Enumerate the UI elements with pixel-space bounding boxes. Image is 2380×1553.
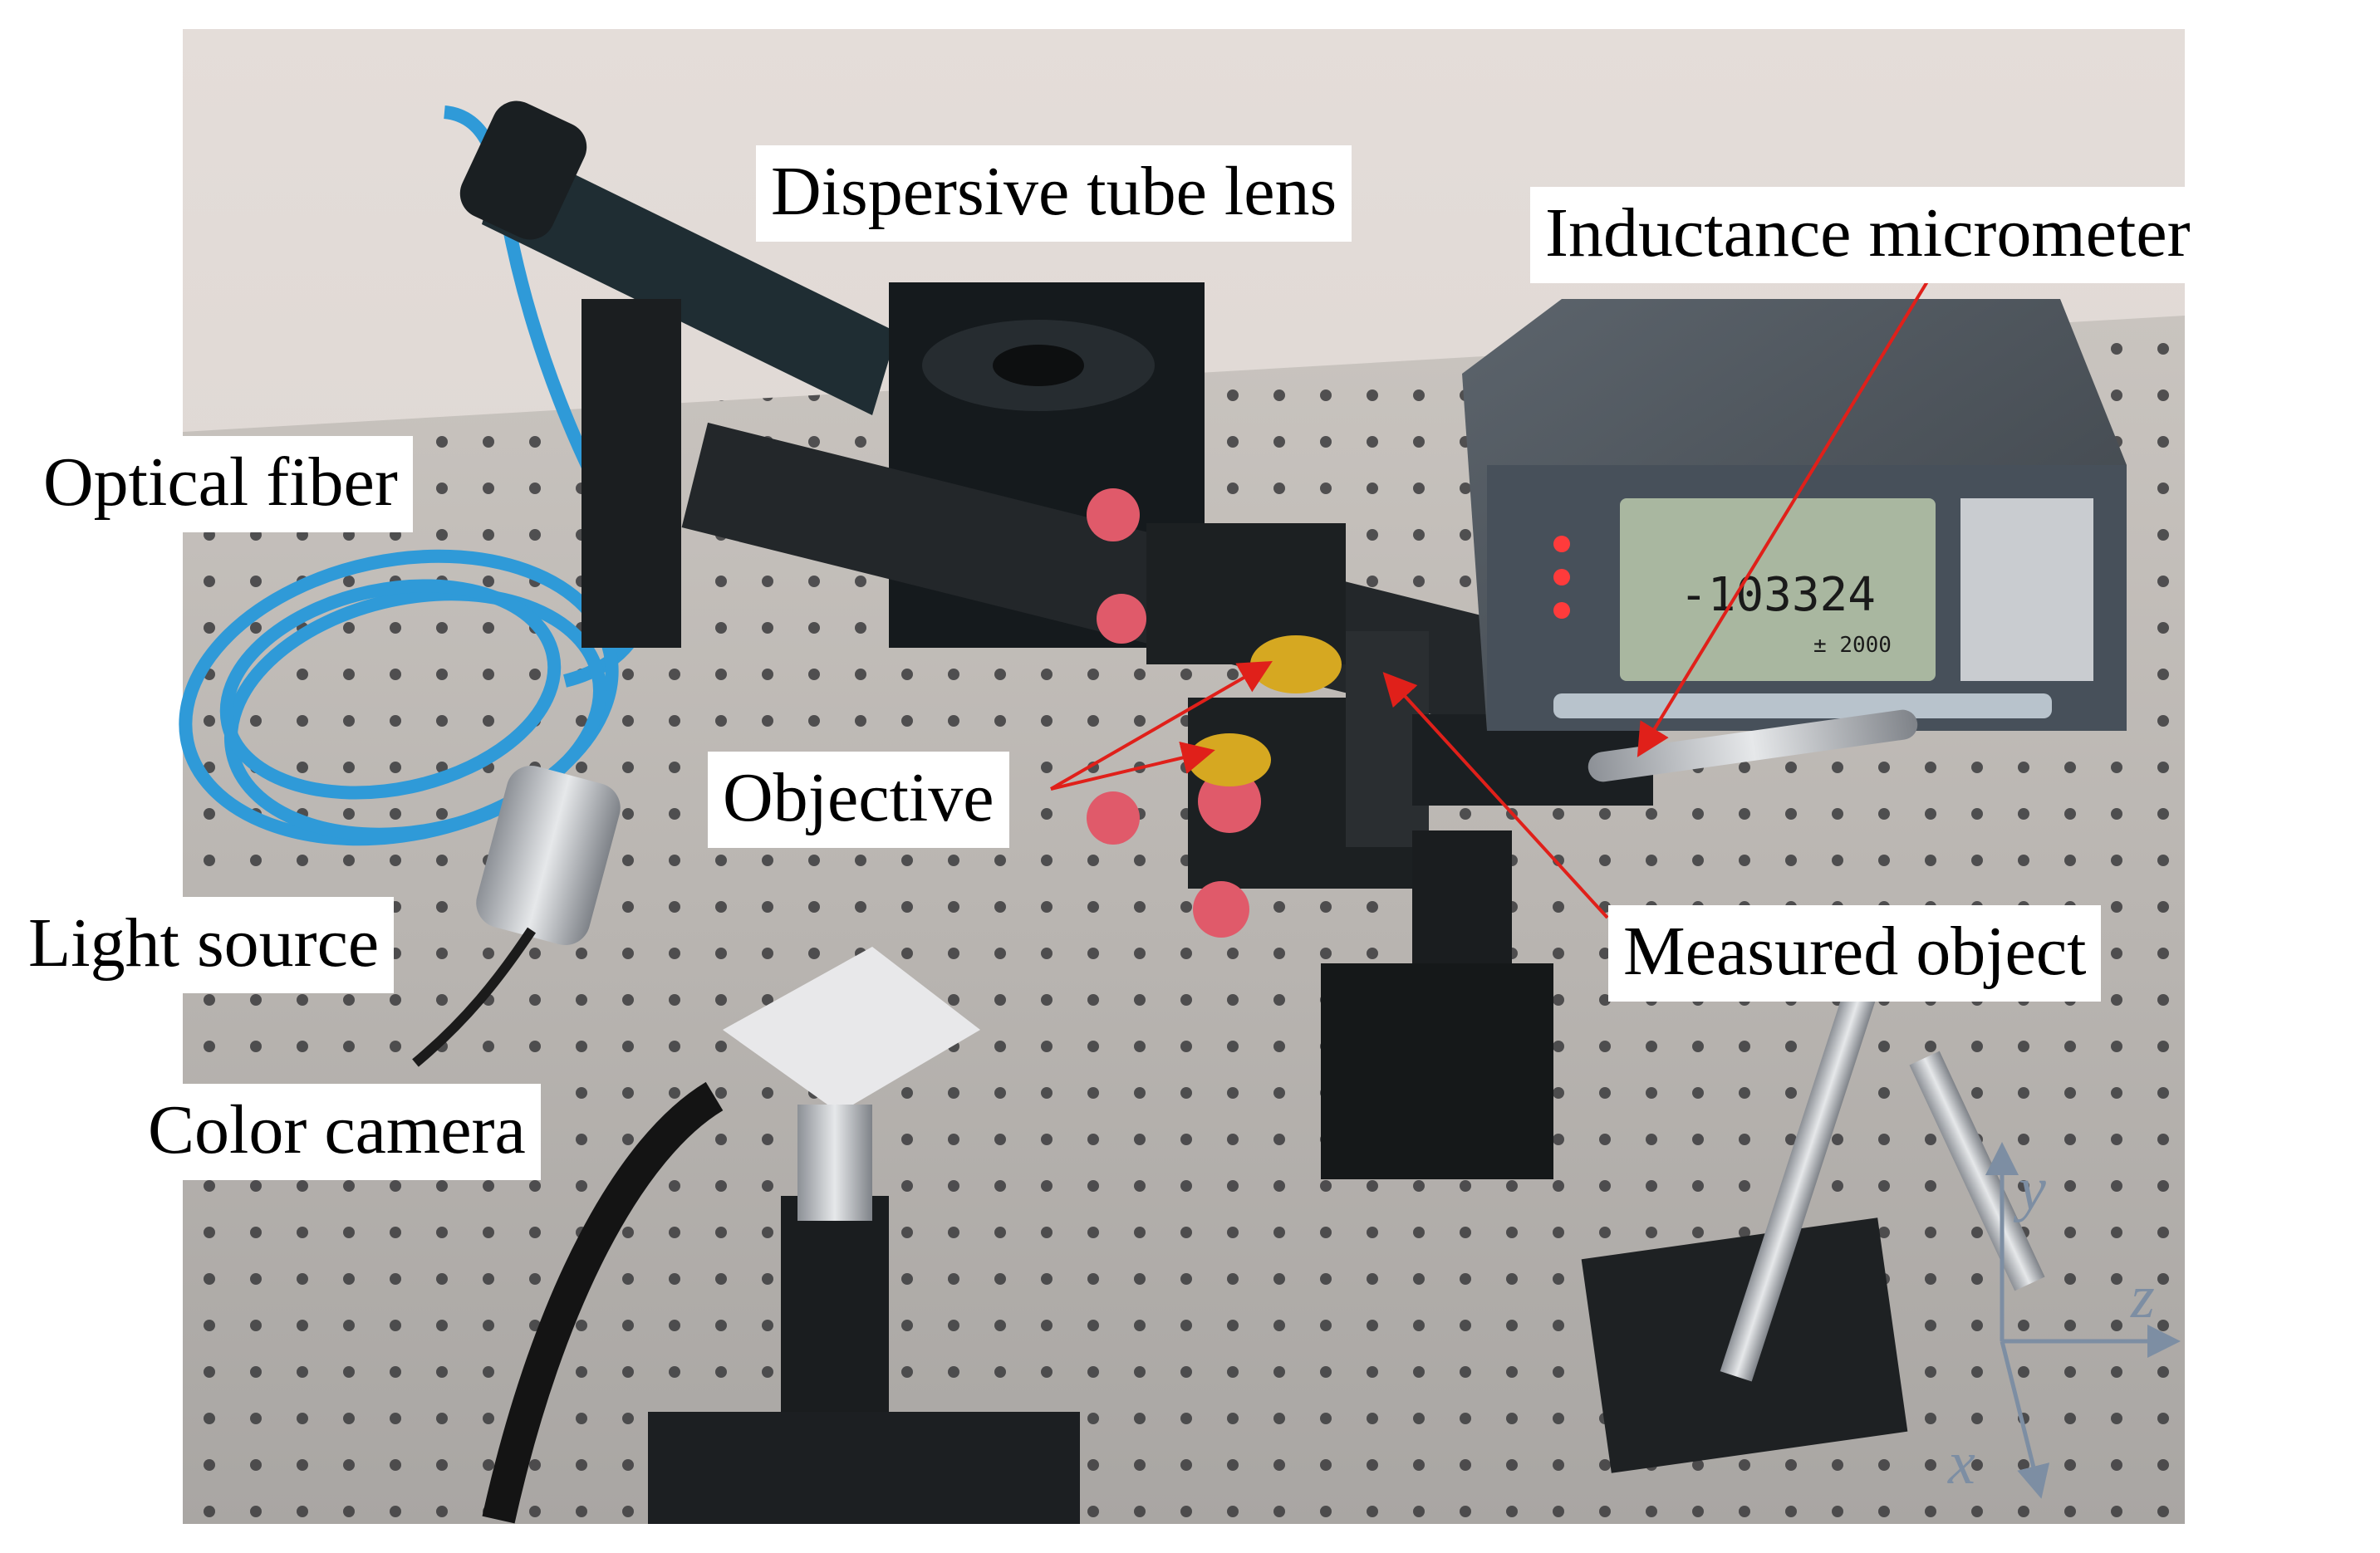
arrow-objective-upper — [1050, 661, 1273, 791]
annotation-arrows — [1050, 239, 1954, 919]
label-color-camera: Color camera — [133, 1084, 541, 1180]
label-optical-fiber: Optical fiber — [28, 436, 413, 532]
inductance-micrometer-device: -103324 ± 2000 — [1462, 299, 2127, 782]
label-dispersive-tube-lens: Dispersive tube lens — [756, 145, 1352, 242]
label-light-source: Light source — [13, 897, 395, 993]
axis-label-x: x — [1948, 1429, 1975, 1497]
magnetic-stand — [1581, 960, 2045, 1473]
axis-label-z: z — [2131, 1263, 2155, 1331]
arrow-objective-lower — [1050, 741, 1215, 791]
measured-object-stage — [1321, 631, 1653, 1179]
color-camera-device — [482, 947, 1080, 1524]
x-axis-arrow — [2000, 1340, 2050, 1499]
label-inductance-micrometer: Inductance micrometer — [1530, 187, 2206, 283]
label-measured-object: Measured object — [1608, 905, 2102, 1002]
axis-label-y: y — [2019, 1155, 2046, 1223]
lcd-sub-readout: ± 2000 — [1813, 633, 1892, 658]
arrow-measured-object — [1382, 672, 1609, 919]
light-source-device — [412, 766, 621, 1067]
lcd-readout: -103324 — [1680, 568, 1876, 622]
label-objective: Objective — [708, 752, 1009, 848]
arrow-inductance-micrometer — [1637, 239, 1954, 757]
coordinate-axes — [1985, 1142, 2181, 1499]
